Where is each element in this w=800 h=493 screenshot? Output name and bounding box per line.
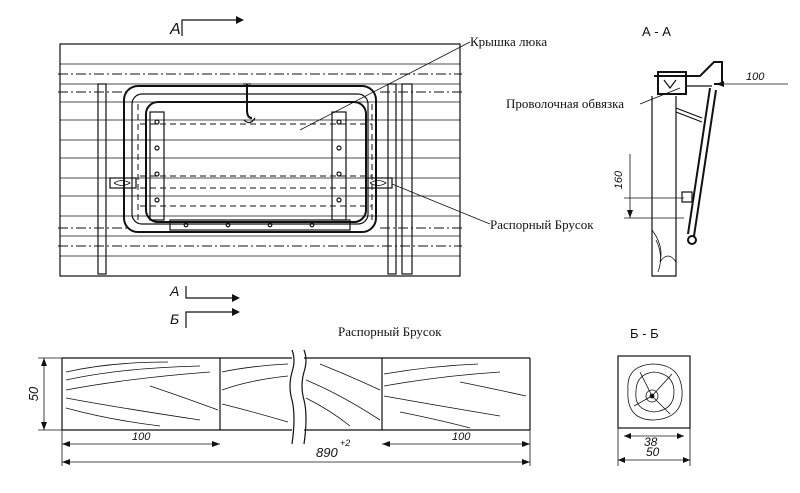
hinge-strap-right [331, 111, 347, 221]
wire-tie-label: Проволочная обвязка [506, 96, 624, 111]
hatch-frame-inner [131, 93, 369, 225]
wall-planks [60, 63, 460, 257]
bottom-hinge-bar [169, 219, 351, 231]
spacer-bar-title: Распорный Брусок [338, 324, 442, 339]
section-marker-a-bottom: А [169, 283, 240, 302]
hinge-strap-left [149, 111, 165, 221]
hidden-lines [58, 73, 462, 247]
callout-wire-tie: Проволочная обвязка [506, 87, 681, 111]
callout-hatch-cover: Крышка люка [299, 34, 547, 131]
section-aa-view: А - А 100 160 [613, 24, 788, 277]
hatch-cover [145, 101, 367, 223]
hatch-cover-label: Крышка люка [470, 34, 547, 49]
wood-grain [65, 361, 527, 429]
section-b-label: Б [170, 311, 179, 327]
aa-dimension-160: 160 [613, 170, 625, 189]
bar-dimension-100-right: 100 [452, 431, 471, 443]
bb-dimension-50: 50 [646, 445, 660, 459]
wall-outline [59, 43, 461, 277]
section-marker-a-top: А [169, 16, 244, 38]
spacer-bar-ends [109, 177, 393, 189]
section-aa-title: А - А [642, 24, 671, 39]
aa-dimension-100: 100 [746, 71, 765, 83]
section-a-label-top: А [169, 21, 181, 38]
spacer-bar-callout-label: Распорный Брусок [490, 217, 594, 232]
vertical-posts [97, 83, 413, 275]
bar-tolerance: +2 [340, 438, 350, 448]
callout-spacer-bar: Распорный Брусок [391, 183, 594, 232]
spacer-bar-view: Распорный Брусок [26, 324, 531, 466]
bar-dimension-100-left: 100 [132, 431, 151, 443]
latch-handle [243, 83, 256, 124]
bar-dimension-50: 50 [26, 386, 41, 401]
section-a-label-bottom: А [169, 283, 179, 299]
hatch-dashes [137, 104, 373, 222]
section-marker-b-bottom: Б [170, 308, 240, 328]
section-bb-title: Б - Б [630, 326, 659, 341]
hatch-frame-outer [123, 85, 377, 233]
section-bb-view: Б - Б 38 50 [617, 326, 691, 466]
front-view [58, 43, 462, 277]
bb-dimension-38: 38 [644, 435, 658, 449]
end-grain-rings [627, 363, 683, 421]
bar-dimension-890: 890 [316, 445, 338, 460]
